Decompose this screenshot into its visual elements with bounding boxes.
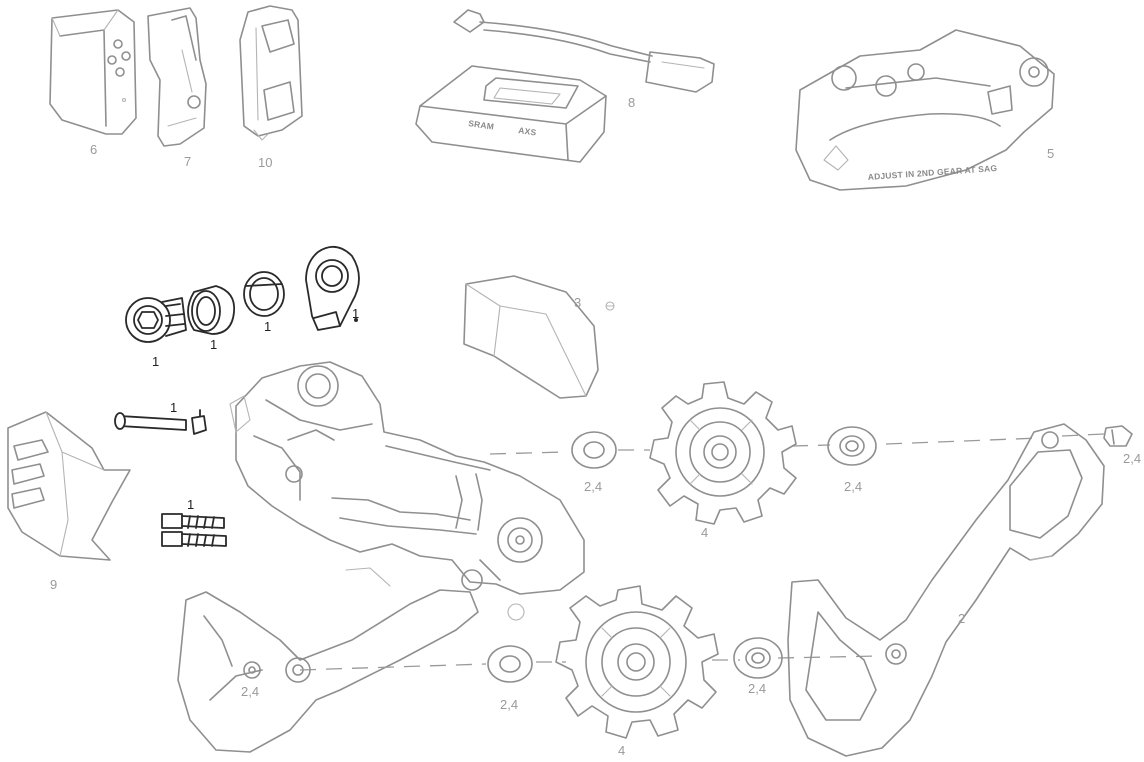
- part-label-2-4-upper-right: 2,4: [844, 479, 862, 494]
- inner-cage-plate: [177, 589, 479, 753]
- lower-pulley-wheel: [555, 585, 719, 739]
- upper-pulley-wheel: [649, 381, 797, 525]
- part-label-9: 9: [50, 577, 57, 592]
- outer-cage-plate-2: [787, 423, 1105, 757]
- part-label-1-pin: 1: [170, 400, 177, 415]
- part-label-2-4-cage-bolt: 2,4: [241, 684, 259, 699]
- part-label-4-upper: 4: [701, 525, 708, 540]
- derailleur-body: [229, 361, 585, 621]
- cover-part-3: [463, 275, 615, 399]
- battery-part-7: [147, 7, 207, 147]
- ring-part: [243, 271, 285, 317]
- part-label-2: 2: [958, 611, 965, 626]
- axle-pin-part: [114, 409, 207, 435]
- washer-upper-left: [571, 431, 617, 469]
- part-label-1-hanger: 1: [352, 306, 359, 321]
- part-label-3: 3: [574, 295, 581, 310]
- part-label-6: 6: [90, 142, 97, 157]
- svg-text:AXS: AXS: [518, 125, 537, 137]
- part-label-2-4-upper-left: 2,4: [584, 479, 602, 494]
- bushing-part: [187, 285, 236, 335]
- assembly-axes: [299, 433, 1105, 671]
- part-label-1-ring: 1: [264, 319, 271, 334]
- part-label-5: 5: [1047, 146, 1054, 161]
- part-label-8: 8: [628, 95, 635, 110]
- part-label-1-screws: 1: [187, 497, 194, 512]
- part-label-2-4-lower-right: 2,4: [748, 681, 766, 696]
- chain-gap-tool-part-5: ADJUST IN 2ND GEAR AT SAG: [795, 29, 1055, 191]
- battery-part-6: [49, 9, 137, 135]
- part-label-10: 10: [258, 155, 272, 170]
- washer-lower-left: [487, 645, 533, 683]
- part-label-4-lower: 4: [618, 743, 625, 758]
- part-label-1-bolt: 1: [152, 354, 159, 369]
- washer-lower-right: [733, 637, 783, 679]
- cover-guard-part-9: [7, 411, 131, 561]
- washer-upper-right: [827, 426, 877, 466]
- charger-part-8: SRAM AXS: [415, 9, 715, 163]
- svg-text:SRAM: SRAM: [468, 118, 495, 131]
- cage-screws-part: [161, 513, 227, 547]
- cage-bolt-far-right: [1103, 425, 1133, 447]
- part-label-2-4-lower-left: 2,4: [500, 697, 518, 712]
- b-bolt-part: [125, 297, 187, 343]
- battery-part-10: [239, 5, 303, 141]
- hanger-part: [305, 246, 360, 331]
- part-label-1-bushing: 1: [210, 337, 217, 352]
- part-label-7: 7: [184, 154, 191, 169]
- part-label-2-4-far-right: 2,4: [1123, 451, 1141, 466]
